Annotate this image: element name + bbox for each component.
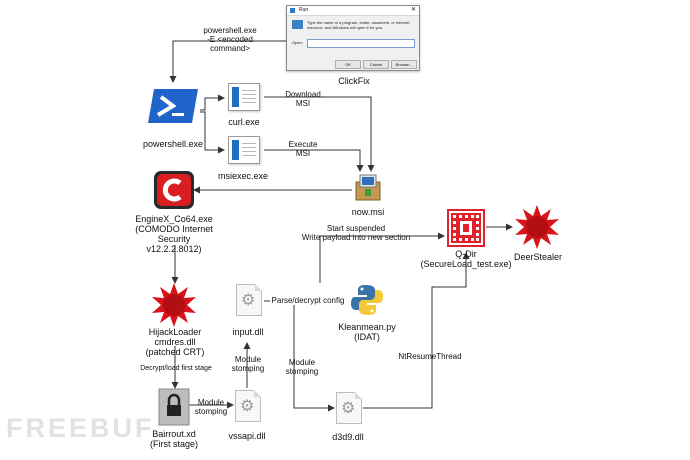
clickfix-caption: ClickFix (338, 76, 370, 86)
d3d9-dll-icon: ⚙ (336, 392, 362, 424)
module-stomping-1-label: Module stomping (194, 398, 228, 416)
curl-label: curl.exe (228, 117, 260, 127)
cancel-button[interactable]: Cancel (363, 60, 389, 69)
kleanmean-label: Kleanmean.py (IDAT) (338, 322, 396, 342)
python-icon (351, 285, 383, 315)
module-stomping-3-label: Module stomping (285, 358, 319, 376)
run-dialog: Run ✕ Type the name of a program, folder… (286, 5, 420, 71)
powershell-label: powershell.exe (142, 139, 204, 149)
edge-powershell-to-msiexec (200, 111, 225, 154)
vssapi-dll-icon: ⚙ (235, 390, 261, 422)
qdir-label: Q-Dir (SecureLoad_test.exe) (420, 249, 512, 269)
gear-icon: ⚙ (341, 400, 356, 417)
lock-file-icon (158, 388, 190, 426)
execute-msi-label: Execute MSI (288, 140, 318, 158)
bairrout-label: Bairrout.xd (First stage) (149, 429, 198, 449)
curl-icon (228, 83, 260, 111)
gear-icon: ⚙ (241, 292, 256, 309)
parse-decrypt-label: Parse/decrypt config (270, 296, 346, 305)
browse-button[interactable]: Browse... (391, 60, 417, 69)
d3d9-label: d3d9.dll (332, 432, 364, 442)
msiexec-icon (228, 136, 260, 164)
ntresumethread-label: NtResumeThread (398, 352, 462, 361)
ok-button[interactable]: OK (335, 60, 361, 69)
vssapi-label: vssapi.dll (228, 431, 266, 441)
hijackloader-virus-icon (152, 283, 196, 327)
edge-input-to-d3d9 (293, 301, 335, 412)
qdir-icon (447, 209, 485, 247)
run-icon (290, 8, 295, 13)
run-dialog-description: Type the name of a program, folder, docu… (307, 20, 410, 30)
edge-powershell-to-curl (200, 94, 225, 111)
enginex-label: EngineX_Co64.exe (COMODO Internet Securi… (135, 214, 213, 254)
open-input[interactable] (307, 39, 415, 48)
gear-icon: ⚙ (240, 398, 255, 415)
run-dialog-title: Run (299, 7, 309, 13)
download-msi-label: Download MSI (285, 90, 321, 108)
deerstealer-label: DeerStealer (513, 252, 563, 262)
run-app-icon (292, 20, 303, 29)
edge-curl-to-msi (264, 96, 375, 172)
msiexec-label: msiexec.exe (217, 171, 269, 181)
edge-clickfix-to-powershell (169, 40, 286, 83)
comodo-icon (154, 171, 194, 209)
powershell-icon (148, 89, 198, 123)
run-dialog-titlebar: Run ✕ (287, 6, 419, 16)
msi-package-icon (355, 174, 381, 201)
edge-input-to-qdir (319, 232, 445, 283)
decrypt-load-label: Decrypt/load first stage (140, 365, 212, 372)
close-icon[interactable]: ✕ (410, 7, 416, 13)
deerstealer-virus-icon (515, 205, 559, 249)
now-msi-label: now.msi (351, 207, 385, 217)
module-stomping-2-label: Module stomping (231, 355, 265, 373)
hijackloader-label: HijackLoader cmdres.dll (patched CRT) (145, 327, 205, 357)
edge-d3d9-to-qdir (363, 252, 470, 409)
open-label: Open: (292, 40, 303, 45)
input-dll-icon: ⚙ (236, 284, 262, 316)
edge-msiexec-to-msi (264, 149, 364, 172)
input-dll-label: input.dll (232, 327, 264, 337)
freebuf-watermark: FREEBUF (6, 413, 155, 443)
powershell-command-label: powershell.exe -E <encoded command> (203, 26, 257, 53)
start-suspended-label: Start suspended Write payload into new s… (301, 224, 411, 242)
